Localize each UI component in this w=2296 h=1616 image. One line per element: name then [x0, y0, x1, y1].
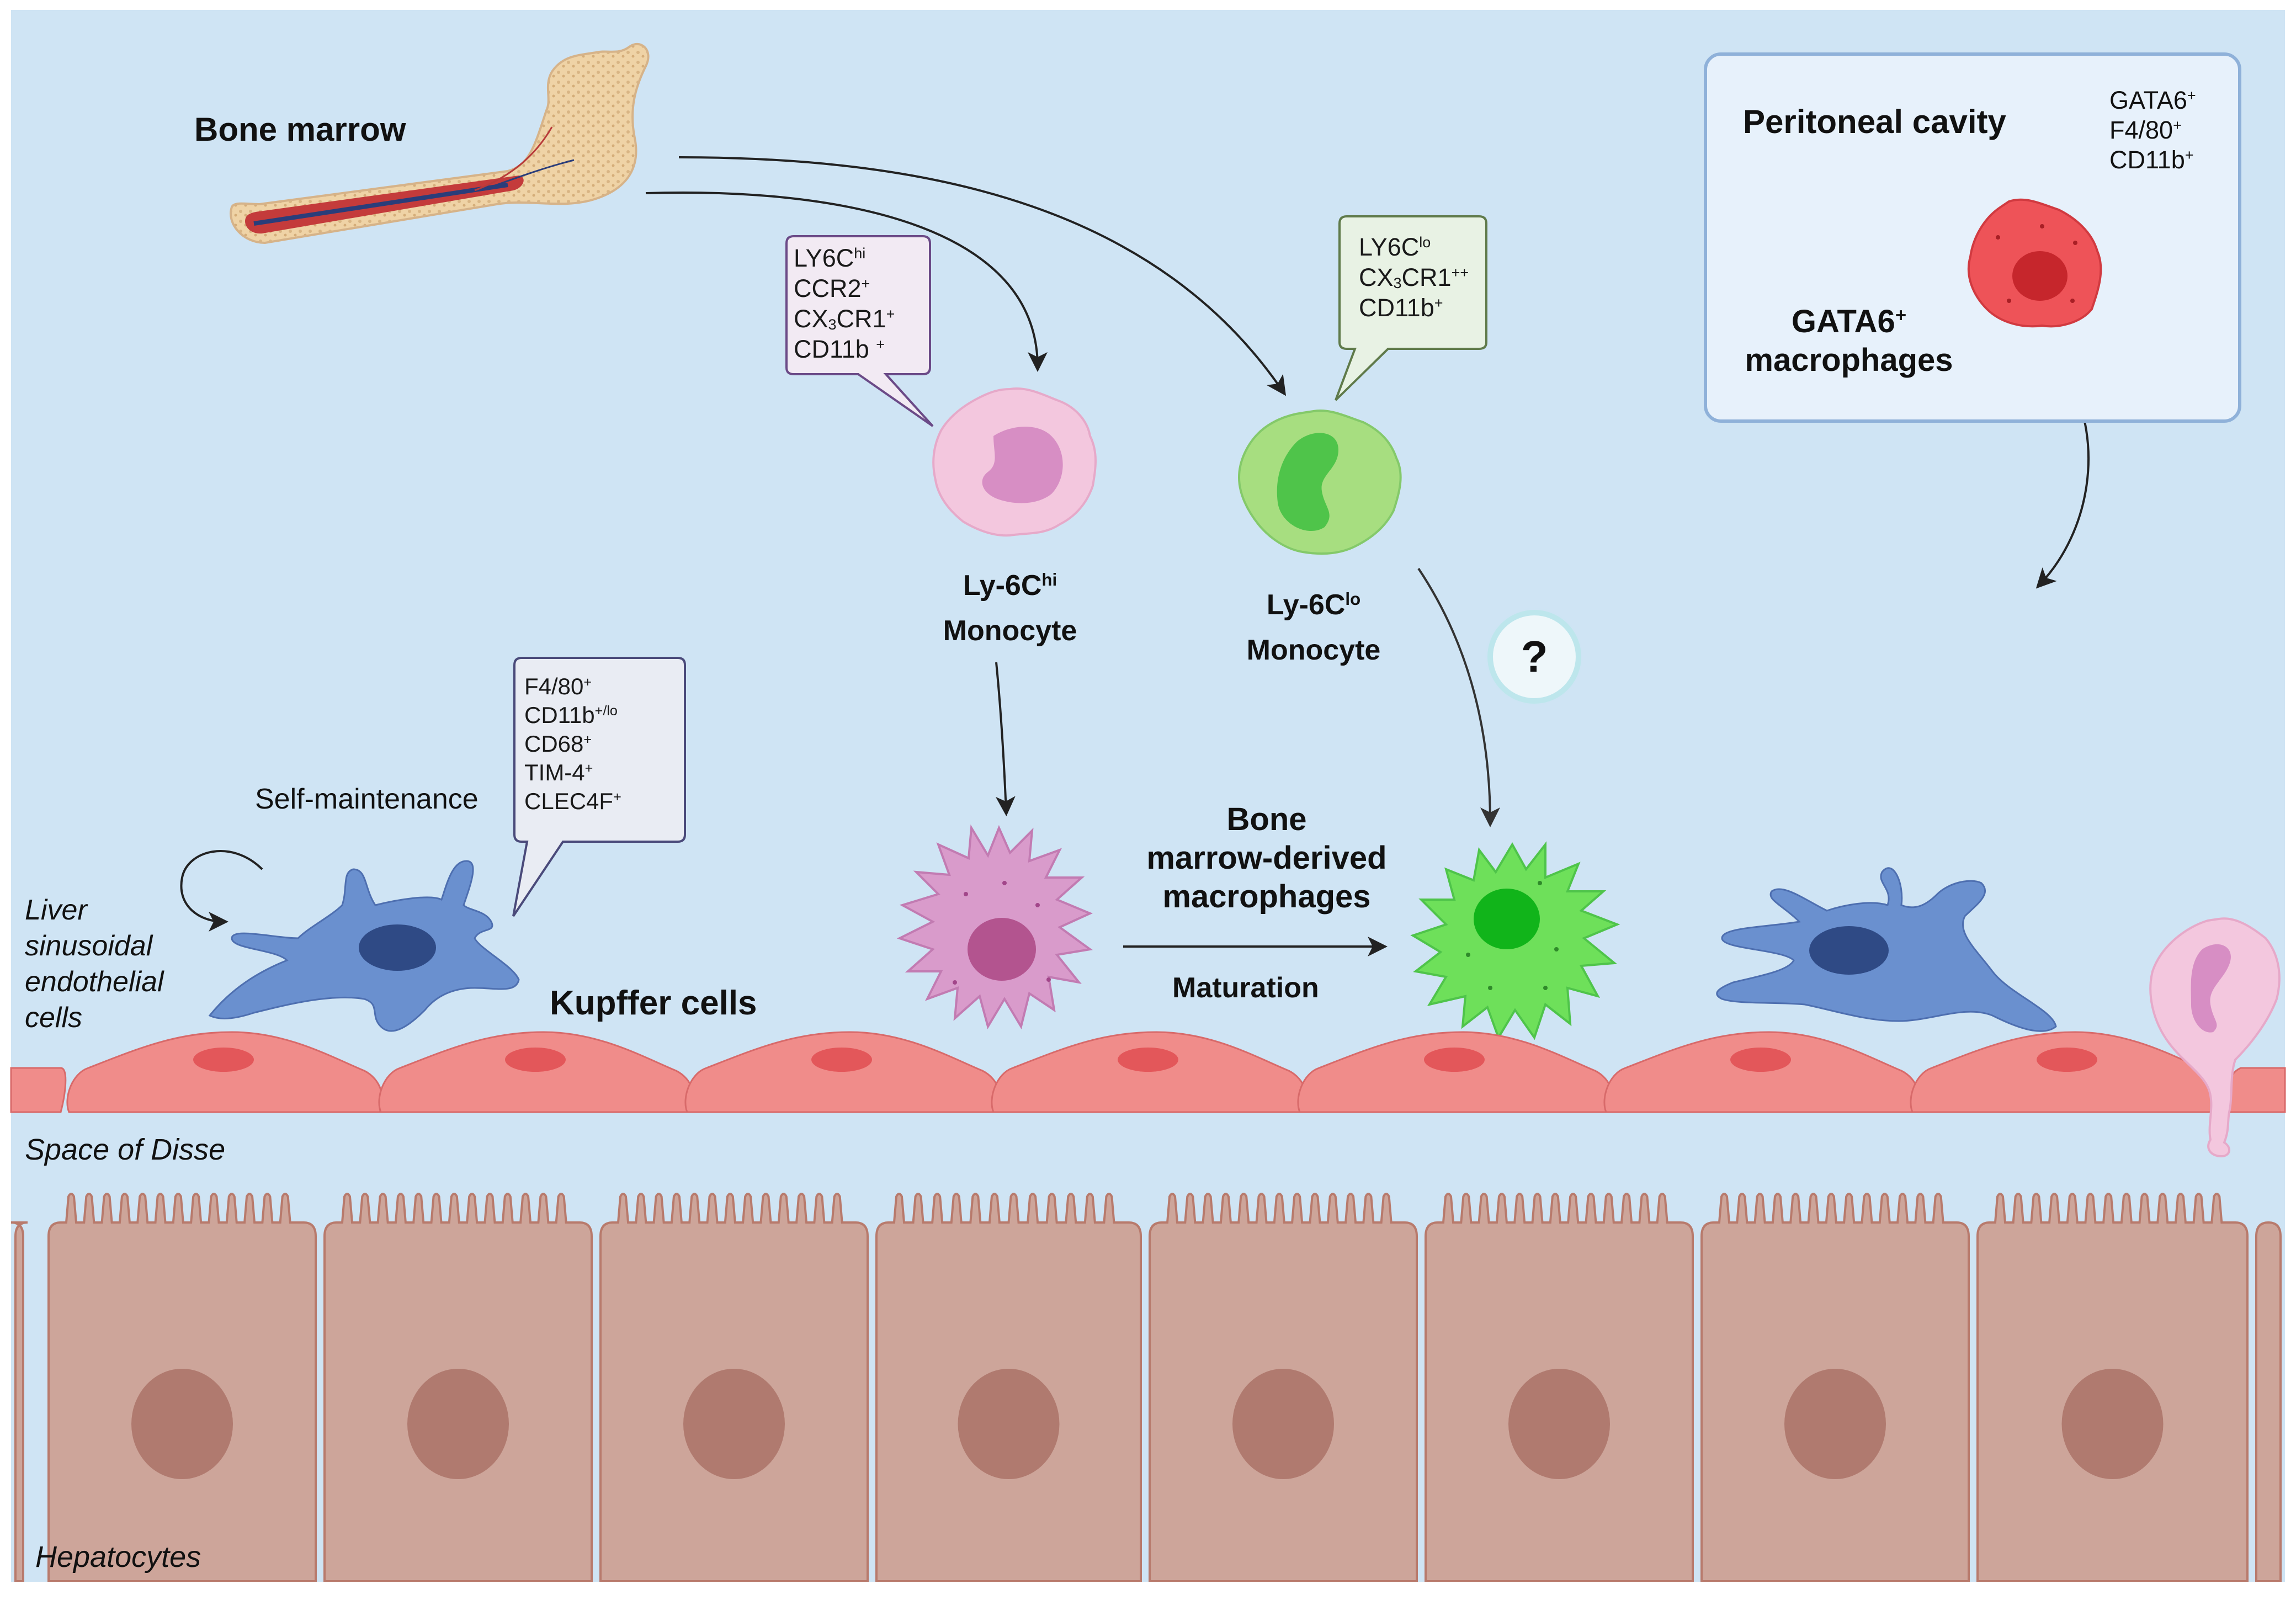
- ly6c-hi-marker: CX3CR1+: [794, 305, 895, 333]
- ly6c-hi-marker: LY6Chi: [794, 244, 866, 272]
- peritoneal-cavity-panel: [1704, 52, 2241, 423]
- hepatocytes-label: Hepatocytes: [35, 1540, 201, 1574]
- hepatocyte-nucleus: [2061, 1369, 2164, 1479]
- gata6-macrophage-cell: [1967, 198, 2102, 328]
- arrow-bone-to-ly6c-lo: [678, 156, 1287, 396]
- hepatocyte-layer: [0, 1193, 2296, 1616]
- peritoneal-marker: F4/80+: [2109, 116, 2182, 144]
- question-mark: ?: [1521, 632, 1548, 681]
- kupffer-cells-label: Kupffer cells: [550, 984, 757, 1022]
- endothelial-layer: [10, 1031, 2286, 1113]
- ly6c-hi-marker: CD11b +: [794, 335, 885, 363]
- kupffer-marker: TIM-4+: [524, 759, 593, 785]
- space-of-disse-label: Space of Disse: [25, 1133, 226, 1166]
- ly6c-hi-marker-callout-shape: [785, 235, 934, 427]
- bottom-margin: [0, 1582, 2296, 1616]
- ly6c-hi-monocyte-label: Ly-6Chi Monocyte: [943, 570, 1077, 647]
- hepatocyte-cell: [599, 1193, 869, 1582]
- bm-macrophage-green-cell: [1410, 841, 1620, 1040]
- hepatocyte-cell: [1976, 1193, 2249, 1582]
- hepatocyte-nucleus: [1784, 1369, 1886, 1479]
- bone-marrow-illustration: [230, 43, 650, 244]
- hepatocyte-cell: [875, 1193, 1142, 1582]
- kupffer-cell-left: [208, 860, 520, 1032]
- endothelial-cell-5: [1297, 1031, 1614, 1113]
- bone-marrow-label: Bone marrow: [194, 111, 406, 148]
- hepatocyte-cell: [323, 1193, 593, 1582]
- endothelial-cell-1: [66, 1031, 384, 1113]
- hepatocyte-nucleus: [1232, 1369, 1334, 1479]
- ly6c-lo-monocyte-label: Ly-6Clo Monocyte: [1246, 589, 1381, 666]
- hepatocyte-cell: [1700, 1193, 1970, 1582]
- peritoneal-marker-list: GATA6+ F4/80+ CD11b+: [2109, 86, 2196, 175]
- endothelial-cell-2: [378, 1031, 695, 1113]
- hepatocyte-nucleus: [407, 1369, 509, 1479]
- endothelial-cell-4: [991, 1031, 1308, 1113]
- ly6c-hi-marker: CCR2+: [794, 274, 870, 302]
- hepatocyte-cell: [10, 1221, 28, 1582]
- peritoneal-marker: CD11b+: [2109, 146, 2194, 174]
- hepatocyte-cell: [2255, 1221, 2282, 1582]
- hepatocyte-cell: [1425, 1193, 1694, 1582]
- kupffer-marker: F4/80+: [524, 673, 592, 699]
- kupffer-marker-callout: F4/80+ CD11b+/lo CD68+ TIM-4+ CLEC4F+: [524, 672, 621, 816]
- question-bubble: [1484, 606, 1585, 708]
- bm-derived-macrophages-label: Bone marrow-derived macrophages: [1146, 801, 1387, 915]
- ly6c-lo-marker: LY6Clo: [1359, 233, 1431, 261]
- lsec-label: Liver sinusoidal endothelial cells: [25, 894, 164, 1034]
- hepatocyte-nucleus: [683, 1369, 785, 1479]
- ly6c-hi-marker-callout: LY6Chi CCR2+ CX3CR1+ CD11b +: [794, 243, 895, 364]
- peritoneal-marker: GATA6+: [2109, 86, 2196, 114]
- arrow-ly6c-hi-to-bm-macrophage: [995, 662, 1016, 816]
- ly6c-lo-marker-callout: LY6Clo CX3CR1++ CD11b+: [1359, 232, 1469, 323]
- ly6c-lo-marker: CD11b+: [1359, 294, 1443, 322]
- kupffer-marker: CD68+: [524, 731, 592, 757]
- self-maintenance-arrow: [180, 850, 263, 932]
- transmigrating-monocyte-cell: [2149, 917, 2281, 1158]
- kupffer-cell-right: [1716, 867, 2057, 1032]
- hepatocyte-nucleus: [131, 1369, 233, 1479]
- peritoneal-cavity-title: Peritoneal cavity: [1743, 103, 2006, 140]
- ly6c-lo-marker-callout-shape: [1335, 215, 1487, 401]
- endothelial-cell-3: [684, 1031, 1002, 1113]
- ly6c-hi-monocyte-cell: [932, 387, 1097, 537]
- ly6c-lo-marker: CX3CR1++: [1359, 263, 1469, 292]
- arrow-bone-to-ly6c-hi: [645, 191, 1048, 372]
- maturation-label: Maturation: [1172, 972, 1319, 1004]
- self-maintenance-label: Self-maintenance: [255, 783, 479, 815]
- hepatocyte-nucleus: [1508, 1369, 1610, 1479]
- kupffer-marker-callout-shape: [512, 657, 686, 917]
- kupffer-marker: CD11b+/lo: [524, 702, 618, 728]
- kupffer-marker: CLEC4F+: [524, 788, 621, 814]
- bm-macrophage-purple-cell: [896, 824, 1093, 1030]
- ly6c-lo-monocyte-cell: [1237, 410, 1402, 555]
- hepatocyte-cell: [1149, 1193, 1418, 1582]
- endothelial-cell-6: [1603, 1031, 1921, 1113]
- gata6-macrophages-label: GATA6+ macrophages: [1745, 304, 1953, 378]
- hepatocyte-nucleus: [958, 1369, 1060, 1479]
- arrow-ly6c-lo-to-bm-macrophage: [1417, 567, 1500, 827]
- hepatocyte-cell: [47, 1193, 317, 1582]
